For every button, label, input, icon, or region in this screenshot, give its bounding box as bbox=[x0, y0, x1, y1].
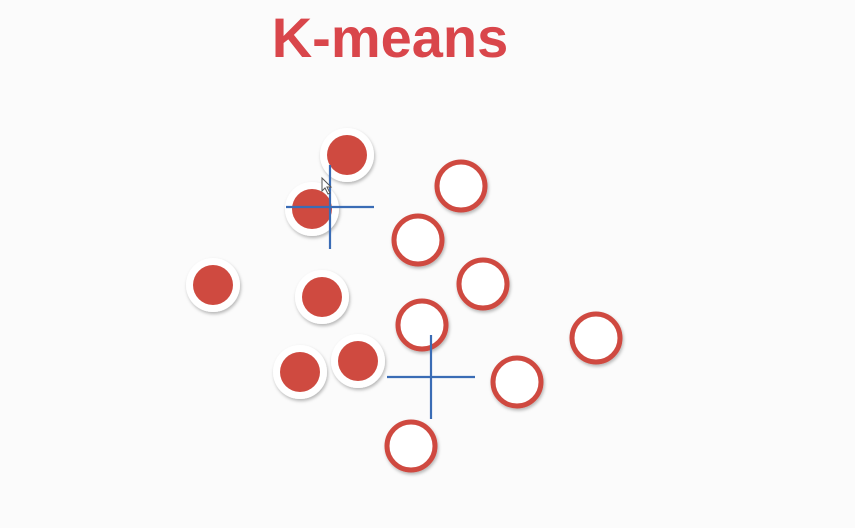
hollow-point bbox=[395, 298, 449, 352]
slide-title: K-means bbox=[271, 6, 509, 69]
mouse-pointer-icon bbox=[321, 176, 333, 195]
hollow-point bbox=[391, 213, 445, 267]
filled-point bbox=[331, 334, 385, 388]
centroid-cross bbox=[387, 335, 475, 419]
filled-point bbox=[186, 258, 240, 312]
filled-point bbox=[295, 270, 349, 324]
data-points bbox=[186, 128, 623, 473]
centroid-cross bbox=[286, 165, 374, 249]
filled-point bbox=[273, 345, 327, 399]
hollow-point bbox=[490, 355, 544, 409]
hollow-point bbox=[434, 159, 488, 213]
centroids bbox=[286, 165, 475, 419]
hollow-point bbox=[384, 419, 438, 473]
filled-point bbox=[285, 182, 339, 236]
filled-point bbox=[320, 128, 374, 182]
hollow-point bbox=[456, 257, 510, 311]
hollow-point bbox=[569, 311, 623, 365]
